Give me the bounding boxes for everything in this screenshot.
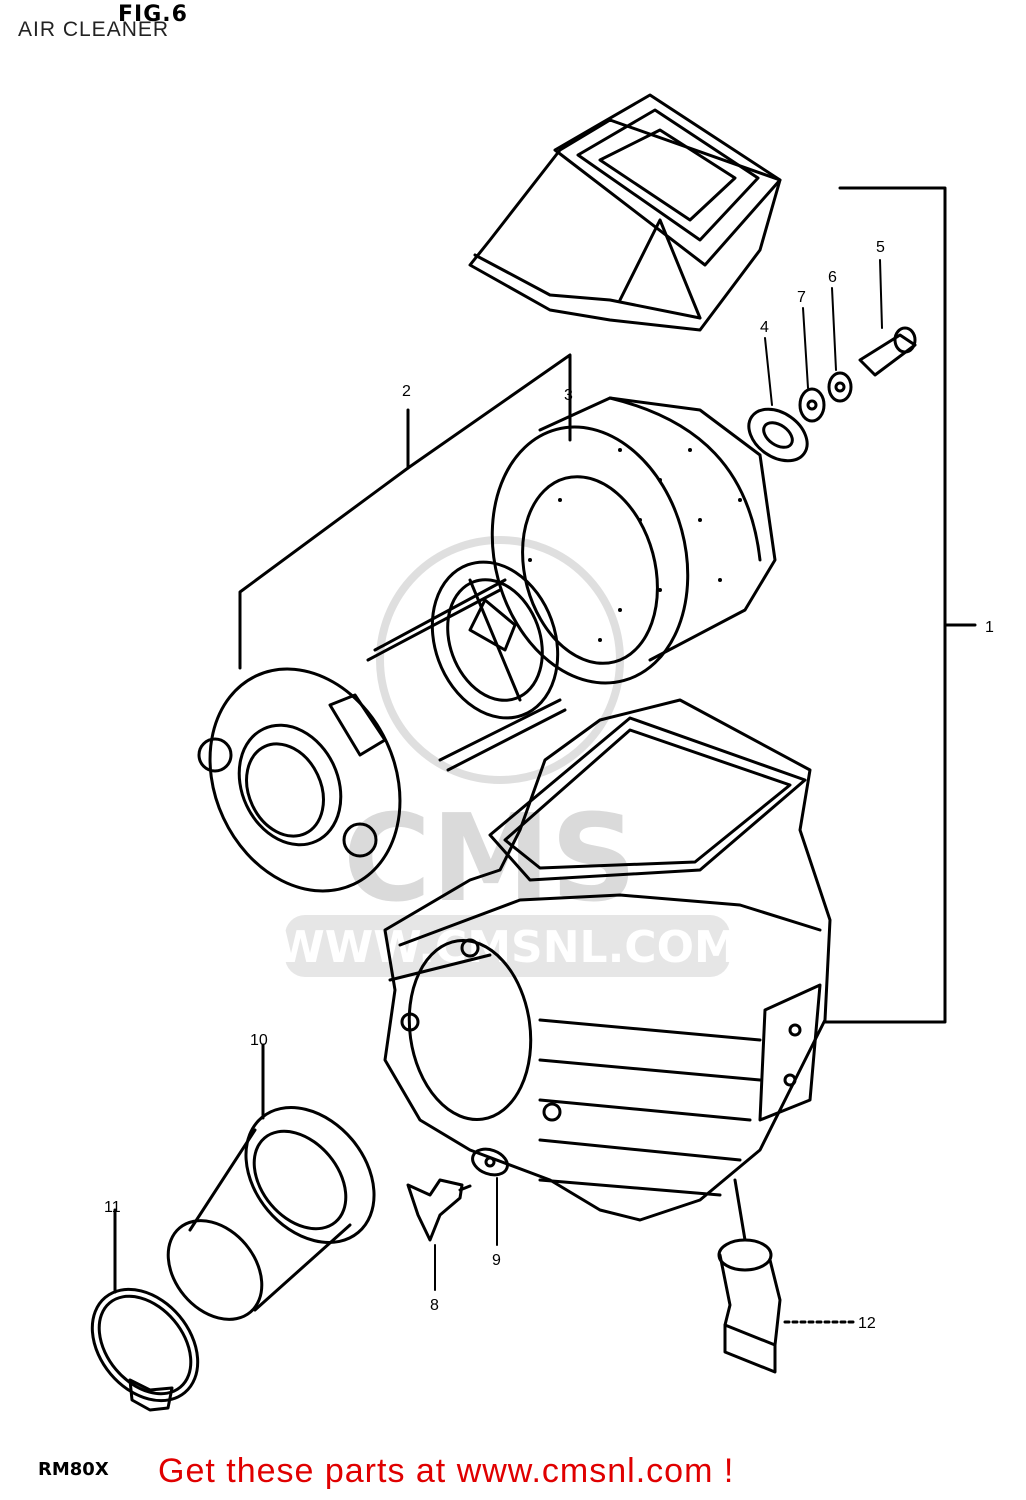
lock-washer-part-6 bbox=[827, 371, 853, 403]
callout-5: 5 bbox=[876, 239, 885, 256]
washer-part-9 bbox=[471, 1147, 509, 1177]
figure-title: AIR CLEANER bbox=[18, 18, 170, 41]
assembly-bracket-1 bbox=[823, 186, 977, 1024]
watermark-logo: CMS bbox=[343, 790, 637, 929]
callout-6: 6 bbox=[828, 269, 837, 286]
callout-7: 7 bbox=[797, 289, 806, 306]
assembly-bracket-2 bbox=[238, 353, 572, 670]
callout-11: 11 bbox=[104, 1199, 121, 1216]
callout-8: 8 bbox=[430, 1297, 439, 1314]
drain-tube-part-12 bbox=[717, 1238, 857, 1374]
wing-nut-part-8 bbox=[406, 1178, 472, 1242]
callout-9: 9 bbox=[492, 1252, 501, 1269]
intake-funnel bbox=[468, 93, 782, 332]
callout-10: 10 bbox=[250, 1032, 268, 1049]
model-code: RM80X bbox=[38, 1459, 109, 1480]
callout-12: 12 bbox=[858, 1315, 876, 1332]
air-cleaner-case bbox=[383, 698, 832, 1242]
callout-4: 4 bbox=[760, 319, 769, 336]
callout-1: 1 bbox=[985, 619, 994, 636]
spacer-part-4 bbox=[747, 407, 809, 463]
callout-3: 3 bbox=[564, 387, 573, 404]
filter-element bbox=[490, 396, 777, 685]
callout-2: 2 bbox=[402, 383, 411, 400]
bolt-part-5 bbox=[858, 326, 917, 377]
callout-numbers: 1 2 3 4 5 6 7 8 9 10 11 12 bbox=[104, 239, 994, 1332]
outlet-plate bbox=[197, 667, 402, 893]
clamp-part-11 bbox=[90, 1208, 200, 1412]
intake-boot-part-10 bbox=[166, 1043, 376, 1321]
leader-lines bbox=[434, 259, 883, 1291]
washer-part-7 bbox=[798, 387, 826, 423]
filter-cage bbox=[366, 560, 567, 772]
figure-number: FIG.6 bbox=[118, 2, 188, 27]
promo-link[interactable]: Get these parts at www.cmsnl.com ! bbox=[158, 1452, 735, 1490]
